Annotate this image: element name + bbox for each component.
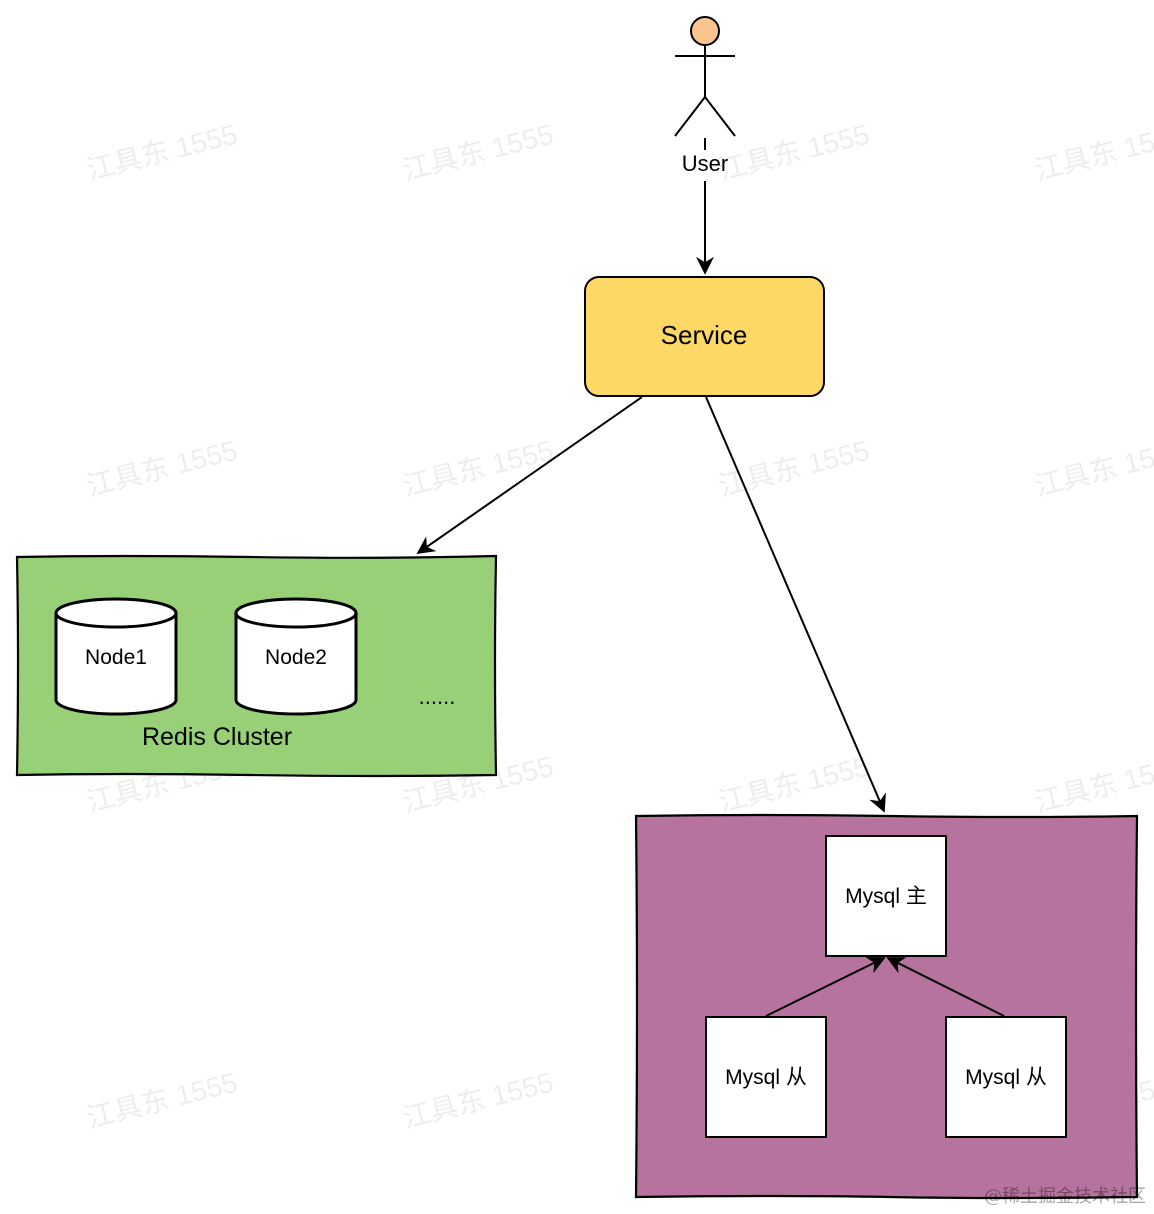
user-actor: User — [674, 16, 736, 176]
mysql-master-box — [825, 835, 947, 957]
redis-node-2: Node2 — [234, 597, 358, 716]
node2-label: Node2 — [265, 646, 327, 669]
mysql-slave-right-label: Mysql 从 — [965, 1066, 1047, 1089]
arrow-slave-right-to-master — [886, 957, 1005, 1017]
cylinder-body — [234, 613, 358, 716]
mysql-group: Mysql 主 Mysql 从 Mysql 从 — [634, 813, 1139, 1200]
mysql-slave-right: Mysql 从 — [945, 1016, 1067, 1138]
redis-cluster: Node1 Node2 ...... Redis Cluster — [15, 554, 498, 778]
actor-right-leg — [704, 96, 736, 137]
redis-node-1: Node1 — [54, 597, 178, 716]
credit-watermark: @稀土掘金技术社区 — [984, 1186, 1146, 1207]
mysql-master: Mysql 主 — [825, 835, 947, 957]
arrow-slave-left-to-master — [765, 957, 886, 1017]
actor-head — [690, 16, 720, 46]
cylinder-body — [54, 613, 178, 716]
mysql-slave-left-label: Mysql 从 — [725, 1066, 807, 1089]
service-box — [584, 276, 825, 397]
redis-ellipsis: ...... — [419, 684, 456, 709]
node1-label: Node1 — [85, 646, 147, 669]
mysql-master-label: Mysql 主 — [845, 885, 927, 908]
actor-left-leg — [674, 96, 706, 137]
mysql-slave-left: Mysql 从 — [705, 1016, 827, 1138]
cylinder-top — [234, 597, 358, 629]
service-node: Service — [584, 276, 825, 397]
user-label: User — [682, 151, 728, 176]
service-label: Service — [661, 320, 748, 350]
redis-cluster-label: Redis Cluster — [142, 723, 292, 751]
arrow-service-to-redis — [416, 396, 643, 555]
mysql-slave-left-box — [705, 1016, 827, 1138]
cylinder-top — [54, 597, 178, 629]
arrow-service-to-mysql — [705, 396, 886, 813]
mysql-slave-right-box — [945, 1016, 1067, 1138]
